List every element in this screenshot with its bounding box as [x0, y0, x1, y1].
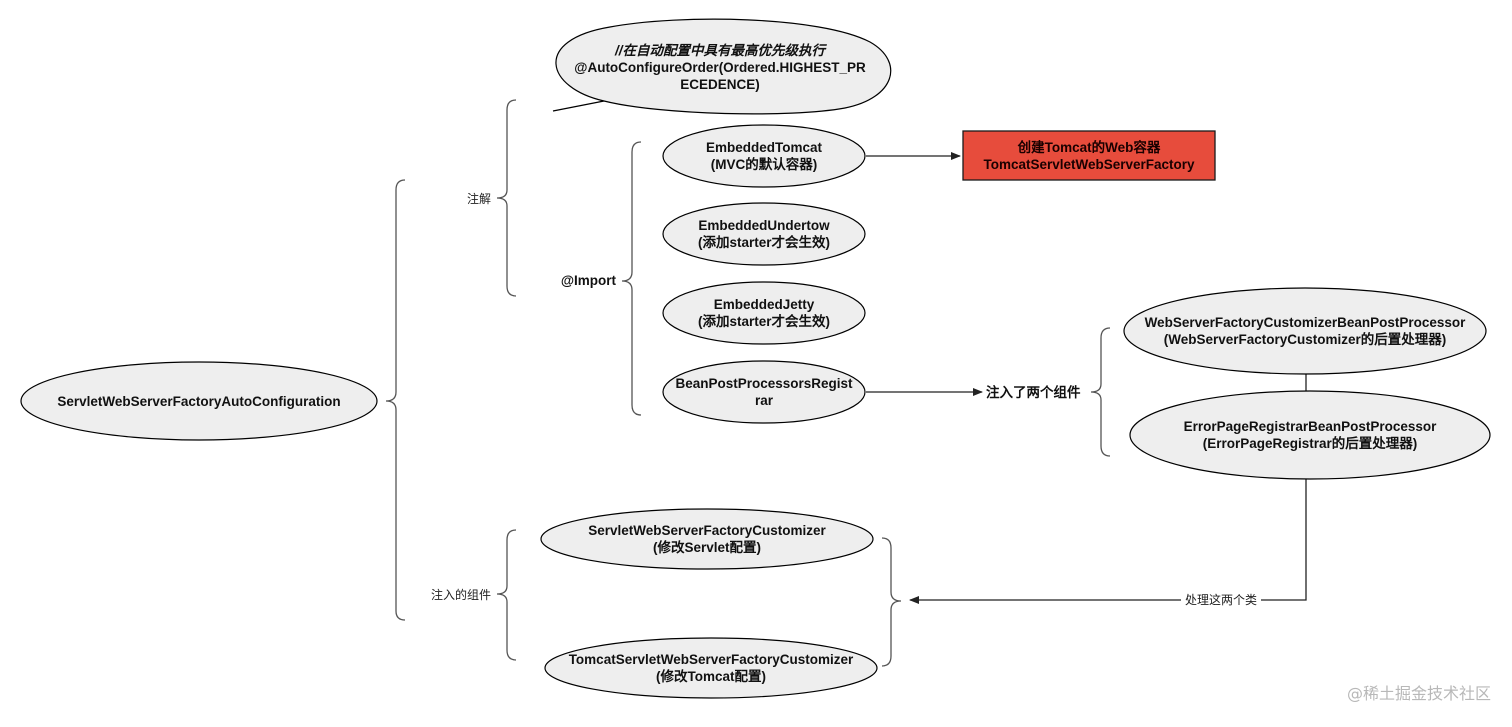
tomcat-customizer-line-2: (修改Tomcat配置)	[656, 668, 766, 684]
error-page-registrar-bpp-line-1: ErrorPageRegistrarBeanPostProcessor	[1184, 419, 1438, 434]
injected-components-label: 注入的组件	[431, 587, 491, 602]
registrar-line-1: BeanPostProcessorsRegist	[675, 376, 853, 391]
tomcat-factory-box	[962, 130, 1216, 181]
embedded-undertow-node	[662, 202, 866, 266]
root-brace	[385, 179, 406, 621]
embedded-undertow-line-1: EmbeddedUndertow	[698, 218, 830, 233]
customizers-closing-brace	[881, 537, 902, 667]
embedded-tomcat-line-1: EmbeddedTomcat	[706, 140, 823, 155]
watermark: @稀土掘金技术社区	[1347, 684, 1491, 703]
embedded-tomcat-line-2: (MVC的默认容器)	[711, 156, 818, 172]
tomcat-factory-line-2: TomcatServletWebServerFactory	[983, 157, 1195, 172]
bean-post-processors-registrar-node	[662, 360, 866, 424]
error-page-registrar-bpp-line-2: (ErrorPageRegistrar的后置处理器)	[1203, 435, 1418, 451]
embedded-jetty-line-2: (添加starter才会生效)	[698, 313, 830, 329]
annotation-label: 注解	[467, 191, 491, 206]
servlet-customizer-line-2: (修改Servlet配置)	[653, 539, 761, 555]
handles-label-bg	[1181, 592, 1261, 608]
import-brace	[621, 141, 642, 416]
servlet-customizer-line-1: ServletWebServerFactoryCustomizer	[588, 523, 826, 538]
callout-line-3: ECEDENCE)	[680, 77, 760, 92]
embedded-jetty-node	[662, 281, 866, 345]
tomcat-customizer-line-1: TomcatServletWebServerFactoryCustomizer	[569, 652, 854, 667]
annotation-brace	[496, 99, 517, 297]
error-page-registrar-bpp-node	[1129, 390, 1491, 480]
import-label: @Import	[561, 273, 617, 288]
callout-line-2: @AutoConfigureOrder(Ordered.HIGHEST_PR	[574, 60, 866, 75]
servlet-customizer-node	[540, 508, 874, 570]
root-node	[20, 361, 378, 441]
embedded-tomcat-node	[662, 124, 866, 188]
injected-components-brace	[496, 529, 517, 661]
registrar-line-2: rar	[755, 393, 774, 408]
tomcat-factory-line-1: 创建Tomcat的Web容器	[1017, 139, 1161, 155]
embedded-undertow-line-2: (添加starter才会生效)	[698, 234, 830, 250]
web-server-customizer-bpp-node	[1123, 287, 1487, 375]
auto-configure-order-callout	[552, 18, 892, 115]
callout-line-1: //在自动配置中具有最高优先级执行	[614, 43, 828, 58]
embedded-jetty-line-1: EmbeddedJetty	[714, 297, 815, 312]
tomcat-customizer-node	[544, 637, 878, 699]
handles-two-classes-label: 处理这两个类	[1185, 592, 1257, 607]
web-server-customizer-bpp-line-1: WebServerFactoryCustomizerBeanPostProces…	[1145, 315, 1467, 330]
injected-two-components-brace	[1090, 327, 1111, 457]
injected-two-components-label: 注入了两个组件	[986, 384, 1081, 400]
root-label: ServletWebServerFactoryAutoConfiguration	[57, 394, 340, 409]
web-server-customizer-bpp-line-2: (WebServerFactoryCustomizer的后置处理器)	[1164, 331, 1447, 347]
